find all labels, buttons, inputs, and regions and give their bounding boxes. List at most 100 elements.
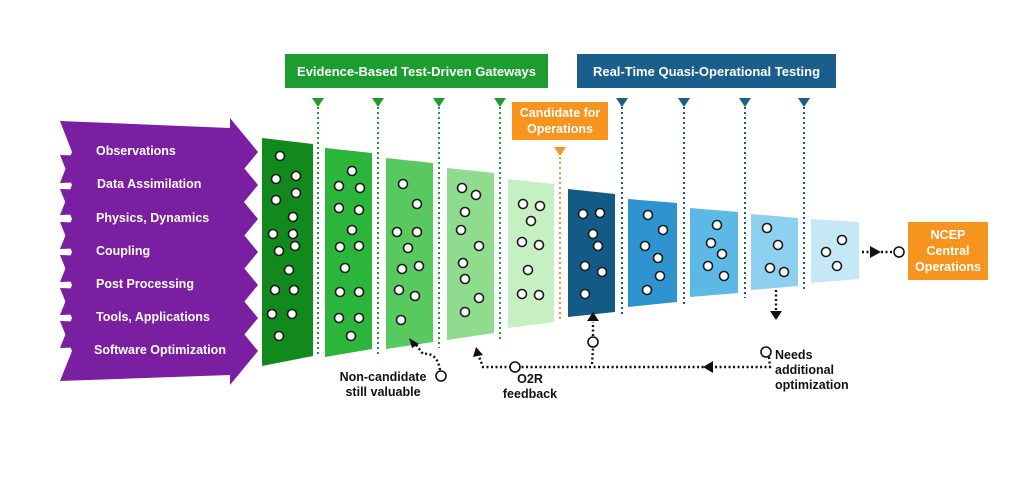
- candidate-circle: [395, 314, 407, 326]
- candidate-circle: [820, 246, 832, 258]
- candidate-circle: [594, 207, 606, 219]
- candidate-circle: [459, 306, 471, 318]
- stage-2: [325, 148, 372, 357]
- needs-optimization-note: Needs additional optimization: [775, 348, 849, 392]
- candidate-circle: [273, 245, 285, 257]
- candidate-circle: [288, 284, 300, 296]
- stage-9: [751, 214, 798, 290]
- candidate-circle: [287, 228, 299, 240]
- gateway-triangle: [554, 147, 566, 156]
- candidate-circle: [473, 292, 485, 304]
- candidate-circle: [517, 198, 529, 210]
- candidate-circle: [286, 308, 298, 320]
- stage-circles: [266, 150, 848, 342]
- candidate-circle: [772, 239, 784, 251]
- candidate-circle: [836, 234, 848, 246]
- candidate-circle: [522, 264, 534, 276]
- gateway-triangle: [312, 98, 324, 107]
- candidate-circle: [333, 312, 345, 324]
- candidate-circle: [525, 215, 537, 227]
- gateways-banner: Evidence-Based Test-Driven Gateways: [285, 54, 548, 88]
- candidate-circle: [397, 178, 409, 190]
- candidate-circle: [273, 330, 285, 342]
- candidate-circle: [764, 262, 776, 274]
- candidate-circle: [274, 150, 286, 162]
- input-label-tools-applications: Tools, Applications: [96, 310, 210, 324]
- candidate-circle: [346, 224, 358, 236]
- candidate-circle: [289, 240, 301, 252]
- candidate-circle: [269, 284, 281, 296]
- candidate-circle: [702, 260, 714, 272]
- gateway-markers: [312, 98, 810, 156]
- input-arrow: [60, 317, 258, 385]
- stage-4: [447, 168, 494, 340]
- input-label-physics-dynamics: Physics, Dynamics: [96, 211, 210, 225]
- stage-6: [568, 189, 615, 317]
- o2r-up-path: [590, 347, 595, 365]
- feedback-markers: [409, 311, 782, 382]
- candidate-circle: [267, 228, 279, 240]
- input-label-observations: Observations: [96, 144, 176, 158]
- arrowhead: [587, 312, 599, 321]
- candidate-circle: [345, 330, 357, 342]
- candidate-label: Candidate for Operations: [512, 102, 608, 140]
- input-label-software-optimization: Software Optimization: [94, 343, 226, 357]
- candidate-circle: [587, 228, 599, 240]
- candidate-circle: [657, 224, 669, 236]
- candidate-circle: [459, 206, 471, 218]
- input-label-data-assimilation: Data Assimilation: [97, 177, 202, 191]
- input-label-post-processing: Post Processing: [96, 277, 194, 291]
- candidate-circle: [516, 288, 528, 300]
- candidate-circle: [411, 198, 423, 210]
- candidate-circle: [459, 273, 471, 285]
- feedback-circle: [760, 346, 772, 358]
- candidate-circle: [831, 260, 843, 272]
- candidate-circle: [652, 252, 664, 264]
- candidate-circle: [705, 237, 717, 249]
- candidate-circle: [409, 290, 421, 302]
- output-connector: [862, 246, 905, 258]
- stage-1: [262, 138, 313, 366]
- candidate-circle: [455, 224, 467, 236]
- feedback-circle: [509, 361, 521, 373]
- gateway-triangle: [372, 98, 384, 107]
- candidate-circle: [413, 260, 425, 272]
- output-circle: [893, 246, 905, 258]
- candidate-circle: [596, 266, 608, 278]
- candidate-circle: [579, 260, 591, 272]
- stage-10: [811, 219, 859, 283]
- candidate-circle: [533, 289, 545, 301]
- o2r-left-path: [476, 353, 511, 369]
- gateway-triangle: [616, 98, 628, 107]
- candidate-circle: [641, 284, 653, 296]
- candidate-circle: [287, 211, 299, 223]
- o2r-feedback-note: O2R feedback: [502, 372, 558, 401]
- candidate-circle: [290, 187, 302, 199]
- candidate-circle: [290, 170, 302, 182]
- candidate-circle: [393, 284, 405, 296]
- candidate-circle: [579, 288, 591, 300]
- candidate-circle: [270, 194, 282, 206]
- candidate-circle: [642, 209, 654, 221]
- candidate-circle: [534, 200, 546, 212]
- candidate-circle: [457, 257, 469, 269]
- candidate-circle: [473, 240, 485, 252]
- candidate-circle: [402, 242, 414, 254]
- candidate-circle: [334, 241, 346, 253]
- stage-5: [508, 179, 554, 328]
- candidate-circle: [333, 202, 345, 214]
- candidate-circle: [354, 182, 366, 194]
- candidate-circle: [577, 208, 589, 220]
- candidate-circle: [333, 180, 345, 192]
- non-candidate-note: Non-candidate still valuable: [339, 370, 427, 399]
- candidate-circle: [516, 236, 528, 248]
- arrowhead: [703, 361, 713, 373]
- candidate-circle: [411, 226, 423, 238]
- gateway-triangle: [433, 98, 445, 107]
- candidate-circle: [266, 308, 278, 320]
- candidate-circle: [718, 270, 730, 282]
- candidate-circle: [353, 240, 365, 252]
- candidate-circle: [711, 219, 723, 231]
- candidate-circle: [470, 189, 482, 201]
